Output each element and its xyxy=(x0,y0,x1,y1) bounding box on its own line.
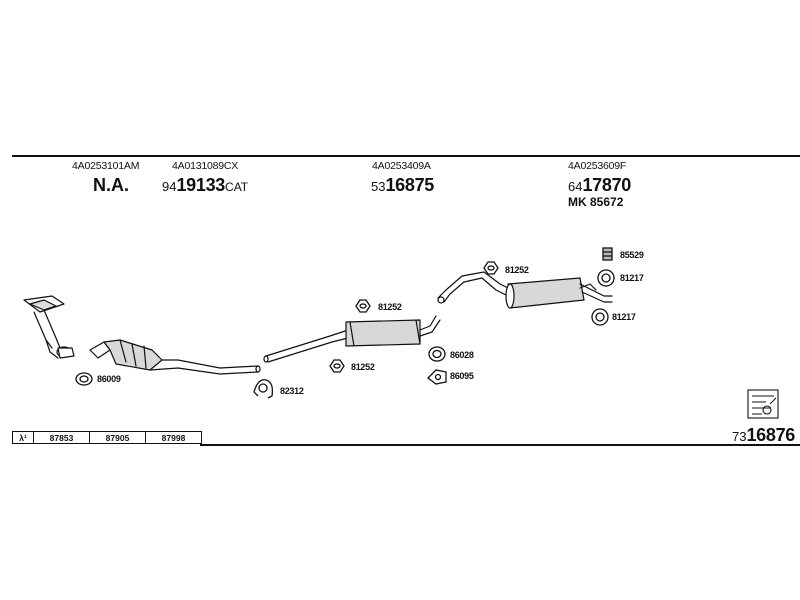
ring-86028-icon[interactable] xyxy=(428,346,446,362)
bolt-85529-icon[interactable] xyxy=(602,247,613,261)
part-prefix: 53 xyxy=(371,179,386,194)
footer-rule xyxy=(200,444,800,446)
part-label-86095: 86095 xyxy=(450,371,474,381)
clamp-82312-icon[interactable] xyxy=(253,379,274,399)
middle-silencer-drawing[interactable] xyxy=(263,315,441,363)
diagram-prefix: 73 xyxy=(732,429,747,444)
oe-code-2: 4A0131089CX xyxy=(172,160,239,172)
part-label-81252: 81252 xyxy=(351,362,375,372)
part-label-81252: 81252 xyxy=(378,302,402,312)
catalog-book-icon xyxy=(747,389,779,419)
lambda-part[interactable]: 87853 xyxy=(33,431,90,444)
rear-silencer-drawing[interactable] xyxy=(437,271,613,309)
part-number-2: 9419133CAT xyxy=(162,175,248,196)
bracket-86095-icon[interactable] xyxy=(427,369,447,385)
part-main: 17870 xyxy=(582,175,632,195)
ring-81217-icon[interactable] xyxy=(591,308,609,326)
gasket-86009-icon[interactable] xyxy=(75,372,93,386)
header-top-rule xyxy=(12,155,800,157)
part-suffix: CAT xyxy=(225,180,249,194)
mounting-kit-number: MK 85672 xyxy=(568,195,624,209)
diagram-number: 7316876 xyxy=(732,425,795,446)
rubber-hanger-81252-icon[interactable] xyxy=(355,299,371,313)
oe-code-3: 4A0253409A xyxy=(372,160,431,172)
part-main: 19133 xyxy=(176,175,226,195)
front-pipe-drawing[interactable] xyxy=(23,295,75,359)
part-label-85529: 85529 xyxy=(620,250,644,260)
part-number-1: N.A. xyxy=(93,175,129,195)
ring-81217-icon[interactable] xyxy=(597,269,615,287)
lambda-part[interactable]: 87905 xyxy=(89,431,146,444)
part-label-81252: 81252 xyxy=(505,265,529,275)
oe-code-1: 4A0253101AM xyxy=(72,160,140,172)
diagram-main: 16876 xyxy=(746,425,796,445)
part-prefix: 64 xyxy=(568,179,583,194)
lambda-sensor-table: λ¹ 87853 87905 87998 xyxy=(12,431,202,444)
rubber-hanger-81252-icon[interactable] xyxy=(483,261,499,275)
part-label-86009: 86009 xyxy=(97,374,121,384)
part-label-81217: 81217 xyxy=(612,312,636,322)
catalytic-converter-drawing[interactable] xyxy=(89,339,261,375)
lambda-part[interactable]: 87998 xyxy=(145,431,202,444)
part-number-4: 6417870 xyxy=(568,175,631,196)
part-main: 16875 xyxy=(385,175,435,195)
lambda-symbol: λ¹ xyxy=(12,431,34,444)
part-number-3: 5316875 xyxy=(371,175,434,196)
rubber-hanger-81252-icon[interactable] xyxy=(329,359,345,373)
oe-code-4: 4A0253609F xyxy=(568,160,627,172)
part-label-81217: 81217 xyxy=(620,273,644,283)
part-prefix: 94 xyxy=(162,179,177,194)
part-label-86028: 86028 xyxy=(450,350,474,360)
part-label-82312: 82312 xyxy=(280,386,304,396)
